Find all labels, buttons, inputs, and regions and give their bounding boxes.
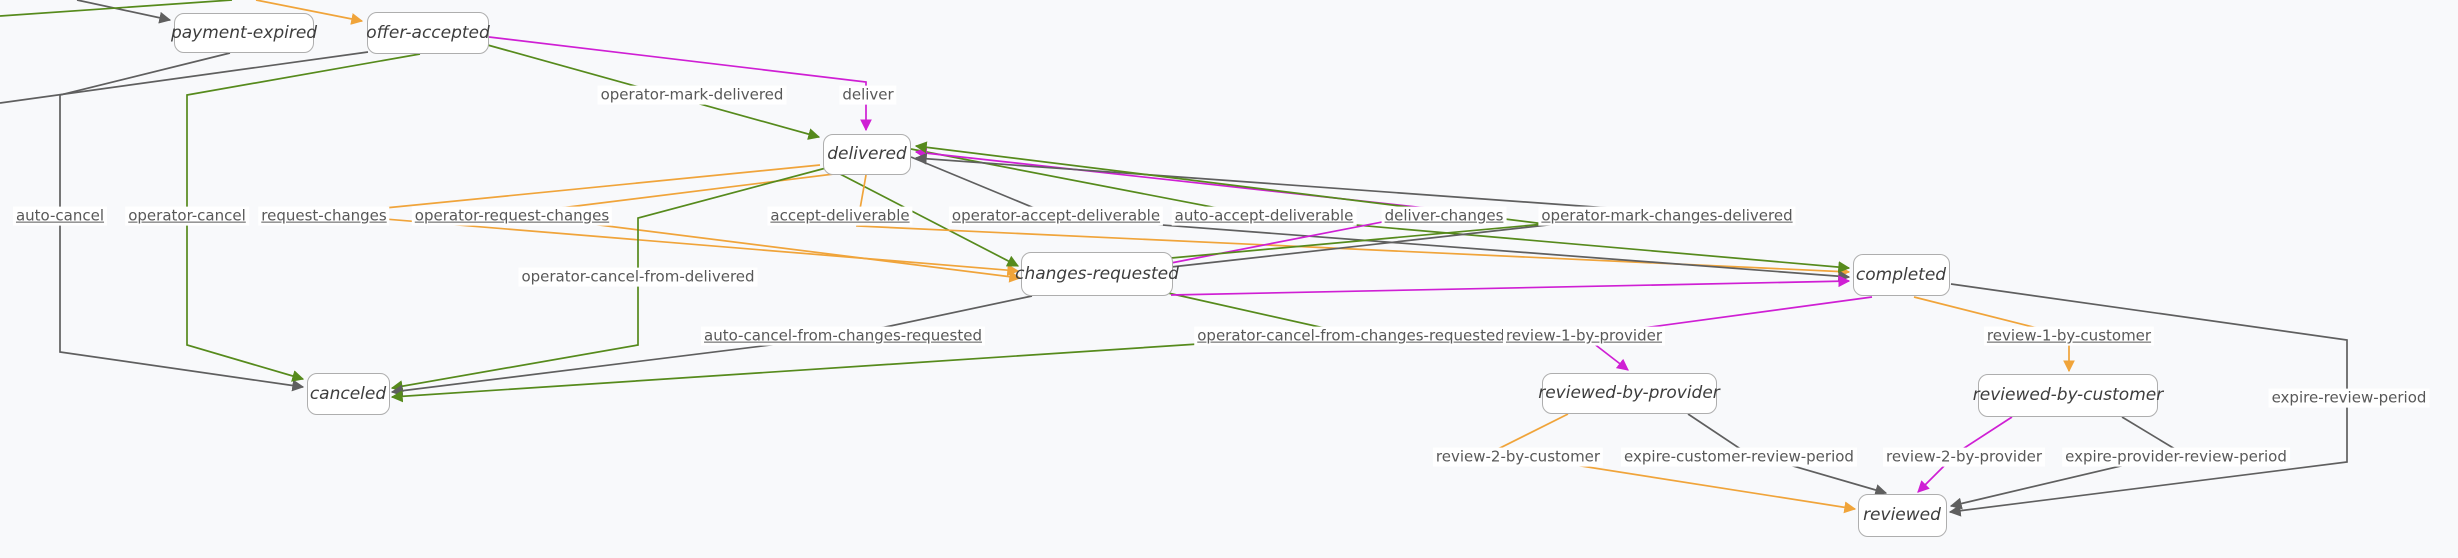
state-node-label: canceled [309, 384, 387, 404]
state-node-changes-requested: changes-requested [1015, 252, 1179, 296]
edge-green-top-left [0, 0, 233, 17]
edge-accept-deliverable [855, 174, 1851, 278]
state-node-reviewed-by-provider: reviewed-by-provider [1538, 372, 1720, 414]
transition-label-operator-cancel-from-changes-requested[interactable]: operator-cancel-from-changes-requested [1194, 326, 1508, 346]
edge-deliver [488, 36, 872, 132]
transition-label-operator-cancel-from-delivered: operator-cancel-from-delivered [518, 267, 758, 287]
state-node-label: completed [1855, 265, 1947, 285]
transition-label-operator-mark-delivered: operator-mark-delivered [597, 85, 787, 105]
transition-label-auto-cancel-from-changes-requested[interactable]: auto-cancel-from-changes-requested [701, 326, 985, 346]
transition-label-operator-accept-deliverable[interactable]: operator-accept-deliverable [948, 206, 1164, 226]
state-node-label: reviewed-by-provider [1538, 383, 1720, 403]
state-node-canceled: canceled [306, 373, 390, 415]
edge-gray-exit-left [0, 51, 369, 104]
state-node-label: changes-requested [1015, 264, 1179, 284]
transition-label-review-2-by-customer: review-2-by-customer [1432, 447, 1604, 467]
transition-label-review-2-by-provider: review-2-by-provider [1882, 447, 2046, 467]
edge-changes-requested-to-completed [1170, 275, 1851, 296]
edge-into-payment-expired [76, 0, 172, 24]
transition-label-expire-review-period: expire-review-period [2268, 388, 2430, 408]
state-node-label: payment-expired [170, 23, 318, 43]
transition-label-operator-mark-changes-delivered[interactable]: operator-mark-changes-delivered [1538, 206, 1796, 226]
transition-label-review-1-by-provider[interactable]: review-1-by-provider [1502, 326, 1666, 346]
state-node-delivered: delivered [823, 133, 911, 175]
state-node-label: delivered [827, 144, 907, 164]
transition-label-request-changes[interactable]: request-changes [258, 206, 390, 226]
transition-label-deliver-changes[interactable]: deliver-changes [1381, 206, 1507, 226]
state-node-completed: completed [1852, 254, 1950, 296]
state-node-label: offer-accepted [366, 23, 490, 43]
state-node-reviewed: reviewed [1857, 493, 1947, 537]
state-node-label: reviewed-by-customer [1972, 385, 2164, 405]
edge-into-offer-accepted [255, 0, 364, 25]
transition-label-operator-request-changes[interactable]: operator-request-changes [411, 206, 613, 226]
edge-delivered-to-changes-requested [839, 173, 1020, 267]
transition-label-operator-cancel[interactable]: operator-cancel [125, 206, 249, 226]
transition-label-expire-customer-review-period: expire-customer-review-period [1621, 447, 1857, 467]
state-node-payment-expired: payment-expired [170, 13, 318, 53]
state-node-reviewed-by-customer: reviewed-by-customer [1973, 373, 2163, 417]
transition-label-accept-deliverable[interactable]: accept-deliverable [767, 206, 913, 226]
transition-label-expire-provider-review-period: expire-provider-review-period [2062, 447, 2290, 467]
transition-label-review-1-by-customer[interactable]: review-1-by-customer [1983, 326, 2155, 346]
transition-label-deliver: deliver [839, 85, 897, 105]
transition-label-auto-cancel[interactable]: auto-cancel [12, 206, 108, 226]
state-node-label: reviewed [1863, 505, 1941, 525]
state-node-offer-accepted: offer-accepted [366, 12, 490, 54]
transition-label-auto-accept-deliverable[interactable]: auto-accept-deliverable [1171, 206, 1357, 226]
